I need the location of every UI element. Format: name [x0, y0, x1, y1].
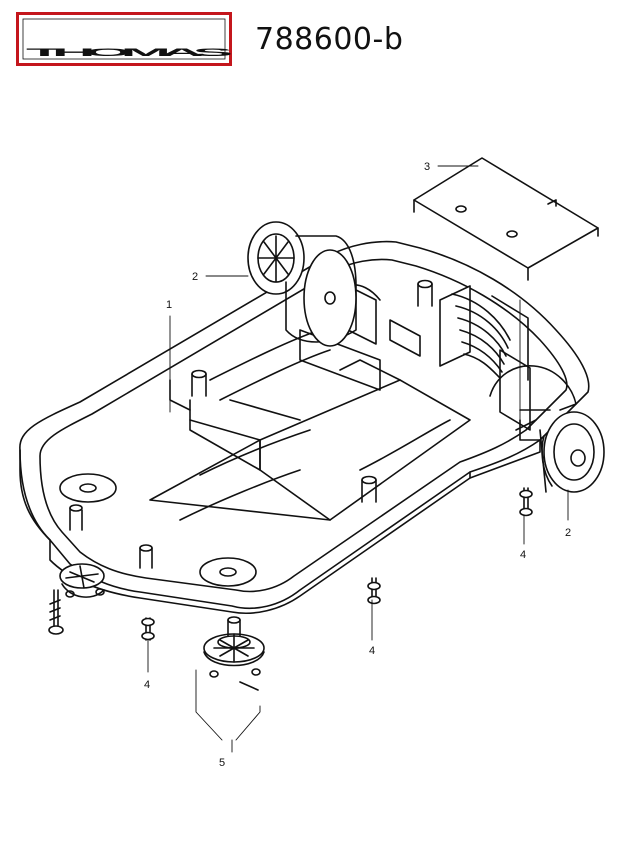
- leader-lines: [147, 165, 569, 753]
- screws: [48, 487, 533, 641]
- callout-4-middle: 4: [369, 645, 375, 657]
- callout-labels: 1 2 2 3 4 4 4 5: [144, 161, 571, 769]
- logo-wordmark: THOMAS: [26, 47, 231, 59]
- callout-5: 5: [219, 757, 225, 769]
- callout-2-top: 2: [192, 271, 198, 283]
- caster-assembly: [203, 616, 265, 691]
- callout-3: 3: [424, 161, 430, 173]
- part-number: 788600-b: [255, 22, 404, 57]
- header: THOMAS 788600-b: [0, 0, 632, 80]
- callout-4-left: 4: [144, 679, 150, 691]
- cover-plate: [413, 157, 599, 281]
- caster-wheel-left: [59, 563, 105, 598]
- exploded-view-diagram: 1 2 2 3 4 4 4 5: [19, 157, 605, 769]
- base-housing: [19, 240, 590, 615]
- thomas-logo: THOMAS: [16, 12, 232, 66]
- callout-4-right: 4: [520, 549, 526, 561]
- callout-1: 1: [166, 299, 172, 311]
- callout-2-right: 2: [565, 527, 571, 539]
- rear-wheel-top: [247, 221, 357, 347]
- rear-wheel-right: [489, 365, 605, 493]
